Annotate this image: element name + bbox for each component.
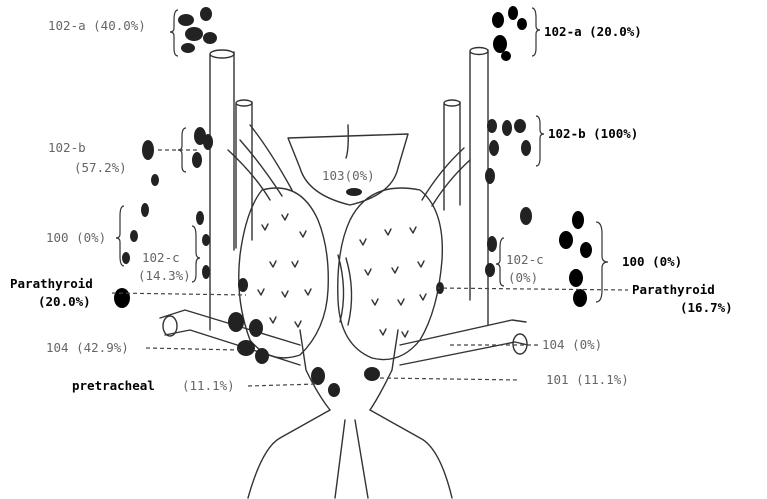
node-pretracheal [311,367,340,397]
bracket-102b-right [536,116,544,166]
label-103: 103(0%) [322,168,375,183]
label-102c-left-pct: (14.3%) [138,268,191,283]
bracket-102a-left [170,10,178,56]
label-104-left: 104 (42.9%) [46,340,129,355]
leader-101-right [380,378,520,380]
node-102b-right [485,119,531,184]
label-102b-right: 102-b (100%) [548,126,638,141]
left-carotid-artery [210,50,234,330]
label-102b-left-pct: (57.2%) [74,160,127,175]
node-102c-right [485,236,497,277]
label-parathyroid-right: Parathyroid [632,282,715,297]
thyroid-right-lobe [338,188,443,360]
node-101-right [364,367,380,381]
label-102b-left: 102-b [48,140,86,155]
label-102c-right-pct: (0%) [508,270,538,285]
node-parathyroid-right [436,282,587,307]
bracket-102c-left [192,226,200,282]
node-102b-left [142,127,213,168]
leader-parathyroid-right [436,288,628,290]
label-100-right: 100 (0%) [622,254,682,269]
label-102a-left: 102-a (40.0%) [48,18,146,33]
node-102c-left [196,211,210,279]
label-parathyroid-left-pct: (20.0%) [38,294,91,309]
node-103 [346,188,362,196]
bracket-102a-right [532,8,540,56]
label-pretracheal-pct: (11.1%) [182,378,235,393]
node-104-left [228,312,269,364]
leader-pretracheal [248,384,318,386]
label-102c-right: 102-c [506,252,544,267]
leader-104-left [146,348,240,350]
trachea [160,310,528,498]
node-102a-left [178,7,217,53]
left-jugular-vein [236,100,252,248]
node-102a-right [492,6,527,61]
label-parathyroid-right-pct: (16.7%) [680,300,733,315]
label-102a-right: 102-a (20.0%) [544,24,642,39]
label-104-right: 104 (0%) [542,337,602,352]
leader-parathyroid-left [112,293,246,295]
label-102c-left: 102-c [142,250,180,265]
label-parathyroid-left: Parathyroid [10,276,93,291]
label-100-left: 100 (0%) [46,230,106,245]
right-carotid-artery [470,48,488,326]
bracket-102c-right [496,238,504,286]
label-pretracheal: pretracheal [72,378,155,393]
label-101-right: 101 (11.1%) [546,372,629,387]
